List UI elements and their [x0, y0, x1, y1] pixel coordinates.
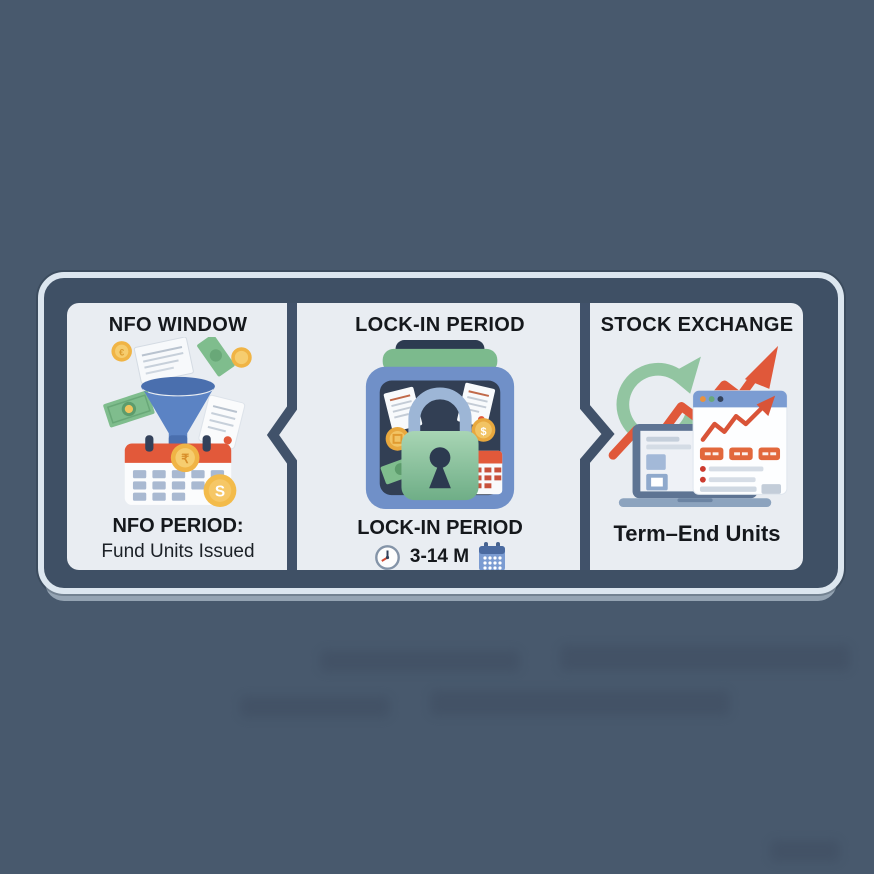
background-artifact — [770, 840, 840, 862]
coin-icon: ₹ — [170, 443, 200, 473]
nfo-period-caption: NFO PERIOD: — [112, 515, 244, 537]
funnel-money-calendar-icon: € — [103, 337, 252, 507]
nfo-window-title: NFO WINDOW — [108, 314, 248, 336]
divider-layer — [266, 303, 615, 570]
svg-text:S: S — [215, 484, 225, 501]
coin-icon: $ — [471, 418, 496, 442]
svg-text:$: $ — [480, 426, 486, 438]
chevron-left-divider — [266, 303, 297, 570]
flow-board: NFO WINDOW € — [67, 303, 803, 570]
money-bill-icon — [197, 337, 235, 377]
svg-text:€: € — [119, 347, 124, 357]
background-artifact — [240, 696, 390, 718]
vault-bar-icon — [382, 348, 498, 373]
vault-padlock-icon: $ — [365, 340, 515, 510]
svg-text:₹: ₹ — [181, 452, 189, 466]
calendar-icon — [479, 542, 506, 570]
document-icon — [198, 394, 246, 450]
background-artifact — [320, 650, 520, 672]
background-artifact — [560, 645, 850, 671]
paper-stack-icon — [133, 337, 194, 385]
panel-stock-exchange: STOCK EXCHANGE — [591, 303, 803, 570]
coin-icon — [231, 347, 252, 368]
panel-lock-in-period: LOCK-IN PERIOD — [299, 303, 581, 570]
fund-units-caption: Fund Units Issued — [101, 541, 255, 562]
lock-in-caption: LOCK-IN PERIOD — [357, 517, 523, 539]
coin-icon: € — [111, 341, 132, 362]
clock-icon — [375, 544, 400, 570]
money-bill-icon — [103, 390, 155, 428]
stock-exchange-title: STOCK EXCHANGE — [600, 314, 794, 336]
duration-row: 3-14 M — [299, 542, 581, 570]
coin-icon: S — [203, 474, 237, 507]
term-end-caption: Term–End Units — [613, 521, 781, 546]
background-artifact — [430, 690, 730, 716]
lock-in-title: LOCK-IN PERIOD — [355, 314, 525, 336]
padlock-icon — [401, 387, 479, 501]
flow-container: NFO WINDOW € — [38, 272, 844, 594]
panel-nfo-window: NFO WINDOW € — [67, 303, 289, 570]
chevron-right-divider — [580, 303, 615, 570]
browser-window-icon — [692, 390, 787, 495]
laptop-stock-chart-icon — [608, 345, 787, 508]
duration-label: 3-14 M — [409, 546, 470, 567]
